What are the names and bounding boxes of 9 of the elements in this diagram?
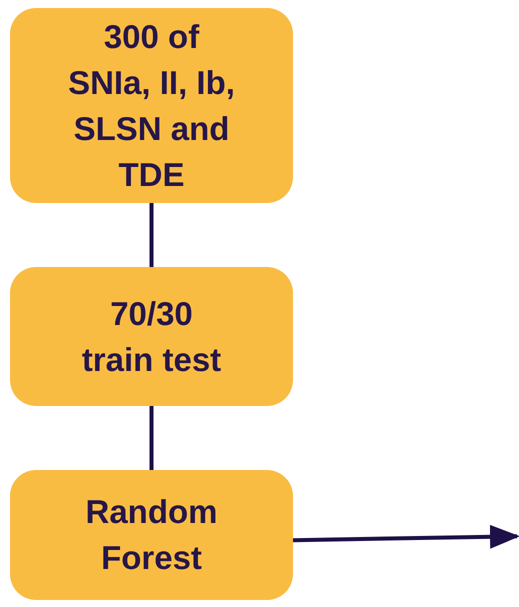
box-label: 300 of SNIa, II, Ib, SLSN and TDE — [67, 16, 236, 194]
box-label: 70/30 train test — [80, 294, 222, 380]
process-box — [10, 267, 293, 406]
connector-line — [150, 203, 154, 267]
box-label: Random Forest — [84, 492, 218, 578]
process-box — [10, 8, 293, 203]
process-box — [10, 470, 293, 600]
arrow — [292, 524, 519, 549]
connector-line — [150, 406, 154, 470]
